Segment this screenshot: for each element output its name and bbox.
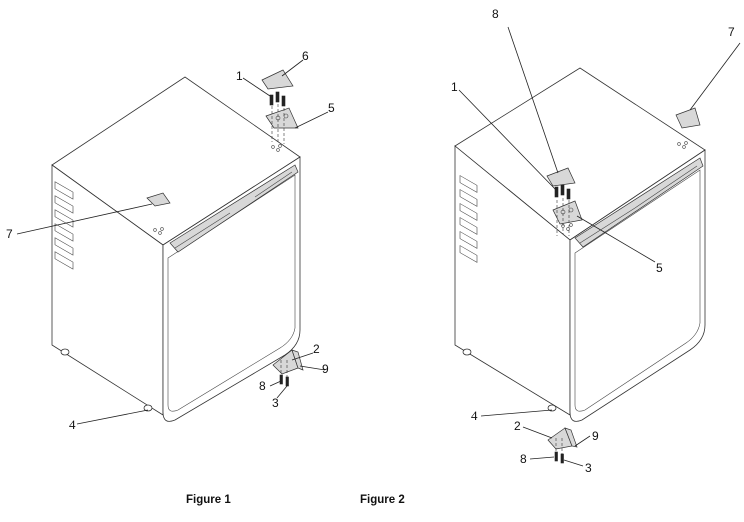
figure2-hinge-5 [552,200,583,225]
figure2-label-7: 7 [728,25,735,39]
figure1-cap-7 [146,192,171,207]
figure1-fridge [16,59,329,425]
figure2-label-8-top: 8 [492,7,499,21]
figure2-label-2: 2 [514,419,521,433]
figure2-label-5: 5 [656,261,663,275]
figure2-label-1: 1 [451,80,458,94]
figure2-label-3: 3 [585,461,592,475]
figure1-caption: Figure 1 [186,494,231,506]
figure1-label-3: 3 [272,396,279,410]
figure2-cap-8 [546,167,576,187]
figure1-label-5: 5 [328,101,335,115]
figure1-vents [54,181,74,270]
figure2-cap-7 [675,107,701,129]
figure1-label-4: 4 [69,417,76,432]
figure1-label-7: 7 [6,227,13,241]
figure1-label-1: 1 [236,69,243,83]
figure1-label-2: 2 [313,342,320,356]
figure1-hinge-5 [265,107,299,129]
figure2-label-8-bottom: 8 [520,452,527,466]
figure1-label-8: 8 [259,379,266,393]
figure2-caption: Figure 2 [360,494,405,506]
figure2-label-9: 9 [592,429,599,443]
figure2-fridge [454,26,741,467]
figure1-label-6: 6 [302,49,309,63]
figure1-label-9: 9 [322,362,329,376]
figure2-vents [459,175,478,263]
figure1-cap-6 [261,69,294,90]
figure2-label-4: 4 [471,408,478,423]
